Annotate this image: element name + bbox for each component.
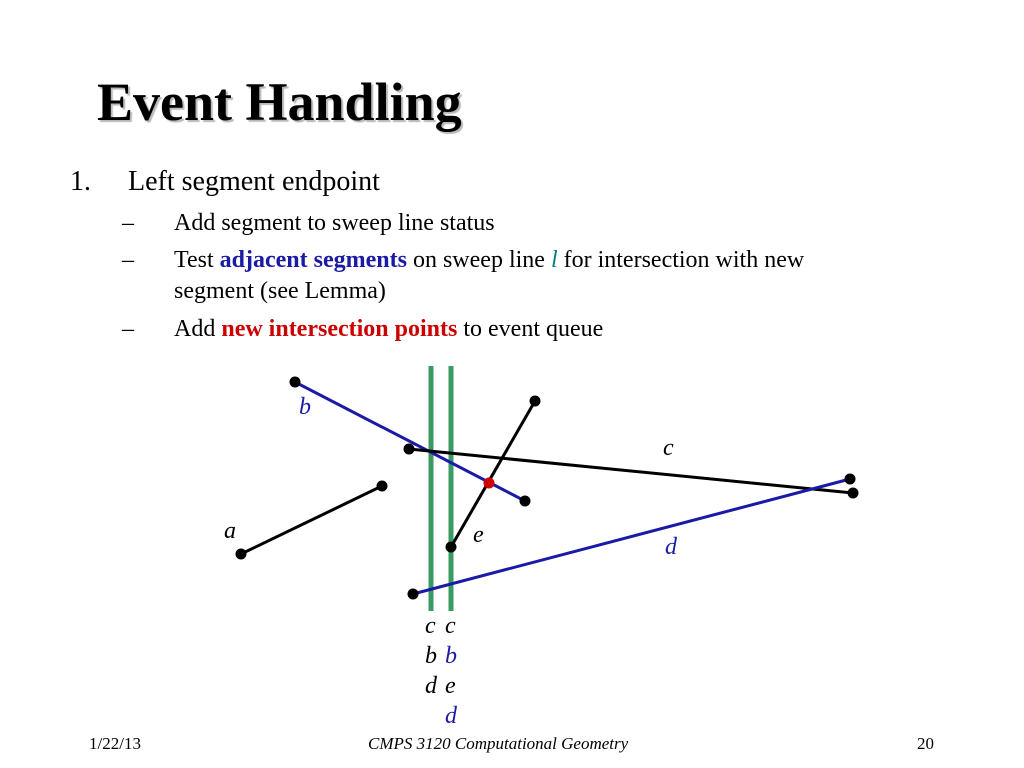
sweep-line-variable: l — [550, 247, 558, 273]
endpoint-e-left — [445, 541, 457, 553]
endpoint-c-left — [403, 443, 415, 455]
bullet-text: on sweep line — [406, 247, 551, 273]
bullet-text: Test — [174, 247, 220, 273]
segment-c — [408, 447, 854, 495]
endpoint-a-right — [376, 480, 388, 492]
endpoint-e-right — [529, 395, 541, 407]
endpoint-c-right — [847, 487, 859, 499]
status-before-item: d — [425, 673, 438, 699]
status-after-item: b — [445, 643, 457, 669]
bullet-dash: – — [122, 247, 134, 273]
status-after-item: c — [445, 613, 456, 639]
footer-date: 1/22/13 — [89, 734, 141, 753]
label-d: d — [665, 534, 678, 560]
bullet-dash: – — [122, 316, 134, 342]
bullet-add-segment: Add segment to sweep line status — [174, 208, 495, 238]
status-before-item: c — [425, 613, 436, 639]
bullet-text: Add segment to sweep line status — [174, 210, 495, 236]
status-before-item: b — [425, 643, 437, 669]
list-item-left-segment-endpoint: Left segment endpoint — [128, 166, 380, 197]
bullet-test-adjacent-continuation: segment (see Lemma) — [174, 278, 386, 304]
endpoint-d-left — [407, 588, 419, 600]
bullet-add-intersection-points: Add new intersection points to event que… — [174, 314, 603, 344]
intersection-point-b-e — [483, 477, 495, 489]
label-a: a — [224, 518, 236, 544]
label-c: c — [663, 435, 674, 461]
endpoint-a-left — [235, 548, 247, 560]
highlight-new-intersection-points: new intersection points — [221, 316, 458, 342]
highlight-adjacent-segments: adjacent segments — [219, 247, 407, 273]
bullet-dash: – — [122, 210, 134, 236]
bullet-test-adjacent: Test adjacent segments on sweep line l f… — [174, 245, 804, 275]
bullet-text: Add — [174, 316, 222, 342]
endpoint-b-right — [519, 495, 531, 507]
list-item-number: 1. — [70, 166, 91, 197]
label-e: e — [473, 522, 484, 548]
bullet-text: to event queue — [457, 316, 604, 342]
footer-page-number: 20 — [917, 734, 934, 753]
status-after-item: e — [445, 673, 456, 699]
bullet-text: for intersection with new — [557, 247, 805, 273]
segment-e — [449, 400, 537, 548]
footer-course: CMPS 3120 Computational Geometry — [368, 734, 629, 753]
label-b: b — [299, 394, 311, 420]
slide-title: Event Handling — [97, 72, 462, 132]
endpoint-d-right — [844, 473, 856, 485]
status-after-item: d — [445, 703, 458, 729]
segment-a — [240, 484, 383, 556]
segment-d — [412, 477, 851, 596]
endpoint-b-left — [289, 376, 301, 388]
